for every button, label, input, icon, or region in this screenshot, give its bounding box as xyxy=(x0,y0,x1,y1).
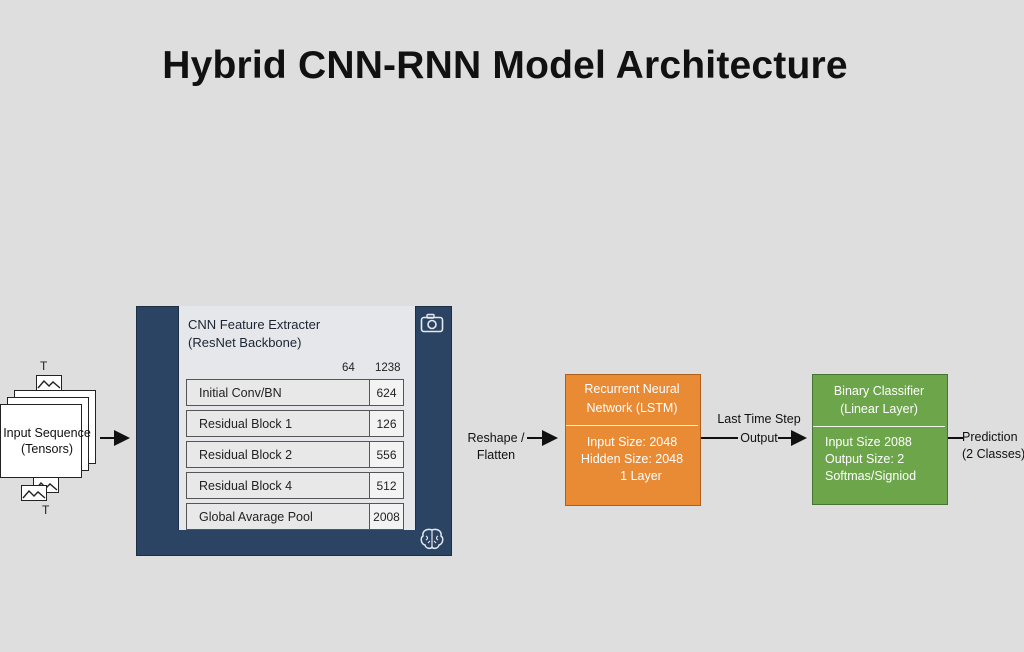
cnn-column-header-1: 64 xyxy=(342,362,355,374)
cnn-layer-value: 2008 xyxy=(370,503,404,530)
lstm-divider xyxy=(566,425,698,426)
cnn-layer-name: Global Avarage Pool xyxy=(186,503,370,530)
binary-classifier-block xyxy=(812,374,948,505)
lstm-head-line2: Network (LSTM) xyxy=(586,401,678,415)
cnn-layer-name: Initial Conv/BN xyxy=(186,379,370,406)
cnn-title: CNN Feature Extracter (ResNet Backbone) xyxy=(188,316,320,352)
cnn-column-header-2: 1238 xyxy=(375,362,401,374)
cnn-title-line1: CNN Feature Extracter xyxy=(188,317,321,332)
lstm-details: Input Size: 2048 Hidden Size: 2048 1 Lay… xyxy=(565,434,699,485)
last-step-line2: Output xyxy=(740,431,778,445)
prediction-line2: (2 Classes) xyxy=(962,447,1024,461)
reshape-flatten-label: Reshape / Flatten xyxy=(462,430,530,464)
diagram-title: Hybrid CNN-RNN Model Architecture xyxy=(162,44,848,87)
lstm-layers: 1 Layer xyxy=(620,469,662,483)
classifier-output-size: Output Size: 2 xyxy=(825,452,905,466)
input-label-line1: Input Sequence xyxy=(3,426,91,440)
cnn-layer-value: 556 xyxy=(370,441,404,468)
classifier-details: Input Size 2088 Output Size: 2 Softmas/S… xyxy=(825,434,945,485)
time-label-top: T xyxy=(40,359,48,373)
classifier-activation: Softmas/Signiod xyxy=(825,469,917,483)
cnn-layer-value: 624 xyxy=(370,379,404,406)
lstm-header: Recurrent Neural Network (LSTM) xyxy=(565,380,699,418)
classifier-head-line1: Binary Classifier xyxy=(833,384,925,398)
last-step-line1: Last Time Step xyxy=(717,412,801,426)
cnn-title-line2: (ResNet Backbone) xyxy=(188,335,302,350)
time-label-bottom: T xyxy=(42,503,50,517)
lstm-input-size: Input Size: 2048 xyxy=(586,435,678,449)
reshape-line1: Reshape / xyxy=(467,431,525,445)
classifier-divider xyxy=(813,426,945,427)
classifier-head-line2: (Linear Layer) xyxy=(840,402,918,416)
lstm-head-line1: Recurrent Neural xyxy=(584,382,680,396)
camera-icon xyxy=(420,313,444,338)
cnn-layer-value: 512 xyxy=(370,472,404,499)
classifier-header: Binary Classifier (Linear Layer) xyxy=(812,382,946,418)
cnn-layer-name: Residual Block 1 xyxy=(186,410,370,437)
lstm-block xyxy=(565,374,701,506)
image-icon xyxy=(36,375,62,391)
prediction-line1: Prediction xyxy=(962,430,1018,444)
image-icon xyxy=(21,485,47,501)
cnn-layer-name: Residual Block 2 xyxy=(186,441,370,468)
input-label-line2: (Tensors) xyxy=(20,442,74,456)
classifier-input-size: Input Size 2088 xyxy=(825,435,912,449)
prediction-label: Prediction (2 Classes) xyxy=(962,429,1024,463)
brain-icon xyxy=(419,527,445,556)
cnn-layer-value: 126 xyxy=(370,410,404,437)
last-time-step-label: Last Time Step Output xyxy=(710,411,808,447)
input-sequence-label: Input Sequence (Tensors) xyxy=(0,425,94,457)
reshape-line2: Flatten xyxy=(476,448,516,462)
cnn-layer-name: Residual Block 4 xyxy=(186,472,370,499)
lstm-hidden-size: Hidden Size: 2048 xyxy=(580,452,684,466)
